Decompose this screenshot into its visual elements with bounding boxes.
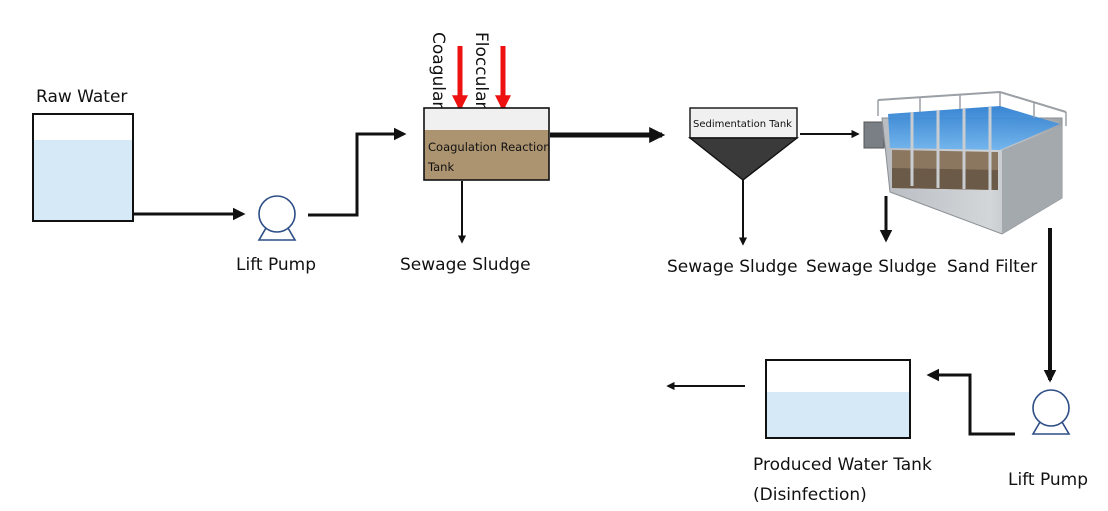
raw-water-tank bbox=[32, 113, 134, 222]
sewage-sludge-label-2: Sewage Sludge bbox=[667, 257, 798, 277]
produced-water-tank bbox=[765, 359, 911, 439]
flow-arrow-pump-to-coag bbox=[308, 127, 407, 217]
lift-pump-1-label: Lift Pump bbox=[236, 255, 316, 275]
sedimentation-tank-label: Sedimentation Tank bbox=[693, 119, 792, 130]
produced-tank-label-line1: Produced Water Tank bbox=[753, 455, 932, 475]
flow-arrow-pump-to-produced bbox=[926, 368, 1015, 436]
coagulation-reaction-tank bbox=[423, 107, 550, 181]
raw-water-label: Raw Water bbox=[36, 87, 127, 107]
lift-pump-2-label: Lift Pump bbox=[1008, 470, 1088, 490]
coagulant-label: Coagulant bbox=[428, 32, 448, 119]
sewage-sludge-label-3: Sewage Sludge bbox=[806, 257, 937, 277]
lift-pump-2-icon bbox=[1031, 389, 1071, 435]
sand-filter-label: Sand Filter bbox=[947, 257, 1037, 277]
flocculant-label: Flocculant bbox=[471, 32, 491, 119]
produced-tank-label-line2: (Disinfection) bbox=[753, 485, 867, 505]
sedimentation-tank bbox=[687, 107, 800, 181]
coag-tank-label-line1: Coagulation Reaction bbox=[428, 140, 551, 154]
coag-tank-label-line2: Tank bbox=[427, 160, 454, 174]
sand-filter-illustration bbox=[863, 90, 1067, 235]
sewage-sludge-label-1: Sewage Sludge bbox=[400, 255, 531, 275]
lift-pump-1-icon bbox=[257, 195, 297, 241]
